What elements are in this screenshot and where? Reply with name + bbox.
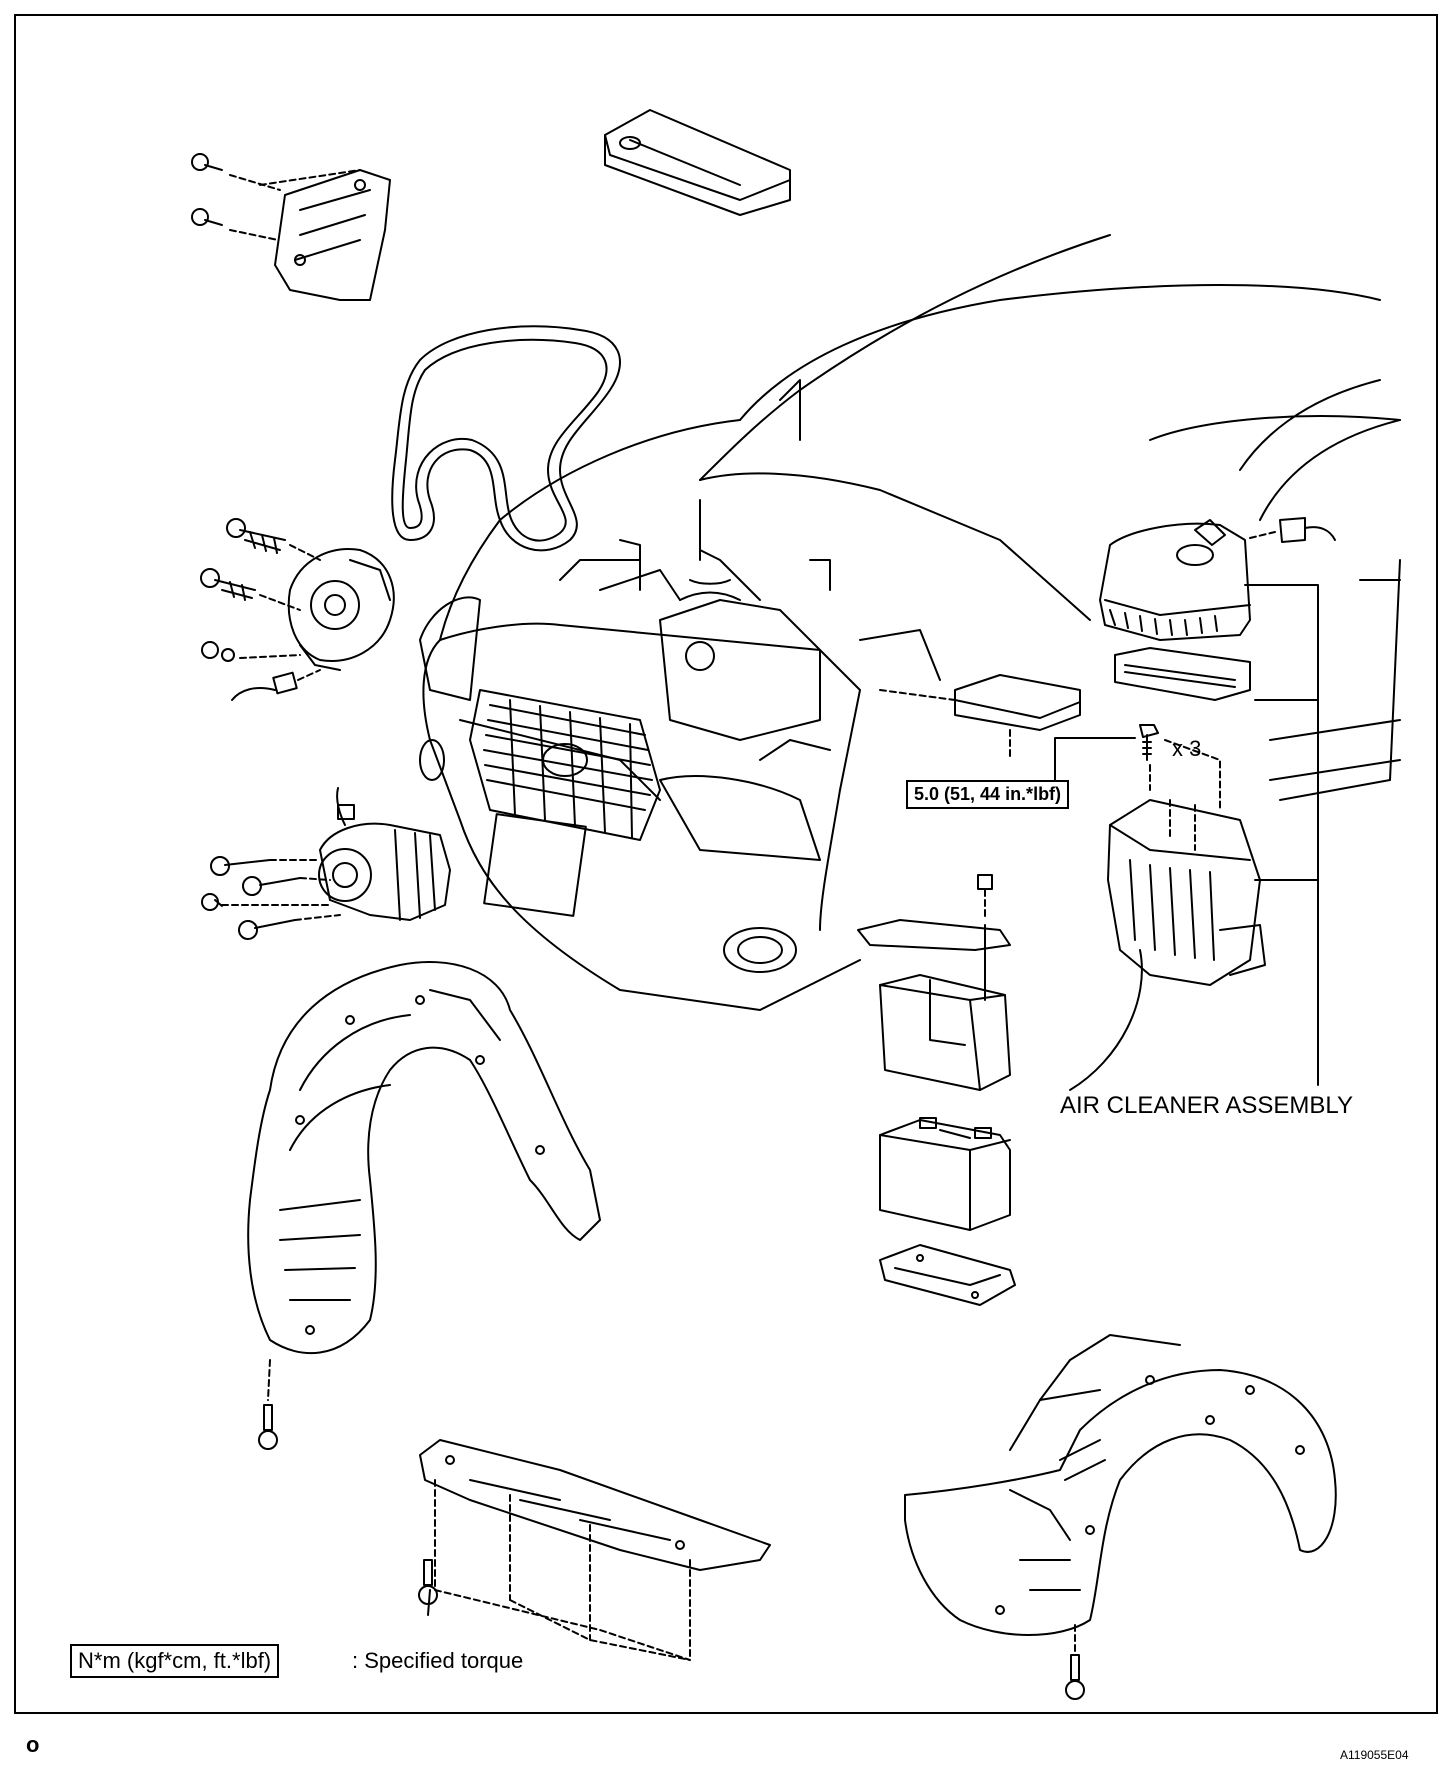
- battery-tray-part: [879, 974, 1011, 1091]
- torque-legend-description: : Specified torque: [352, 1648, 524, 1673]
- figure-code: A119055E04: [1340, 1748, 1409, 1762]
- compressor-part: [201, 787, 451, 940]
- belt-cover-part: [191, 153, 391, 301]
- battery-clamp-part: [857, 874, 1011, 1001]
- vehicle-front-outline: [419, 234, 1401, 1011]
- fender-liner-left-part: [247, 961, 601, 1450]
- fender-liner-right-part: [904, 1334, 1337, 1700]
- torque-leader: [1054, 737, 1136, 781]
- air-cleaner-assembly-label: AIR CLEANER ASSEMBLY: [1060, 1092, 1353, 1119]
- engine-under-cover-part: [418, 1439, 771, 1661]
- torque-spec-box: 5.0 (51, 44 in.*lbf): [906, 780, 1070, 809]
- battery-part: [879, 1117, 1011, 1231]
- battery-holder-part: [879, 1244, 1016, 1306]
- bolt-quantity-label: x 3: [1172, 736, 1202, 761]
- relay-block-part: [879, 674, 1081, 761]
- torque-unit-legend-box: N*m (kgf*cm, ft.*lbf): [70, 1644, 280, 1678]
- view-arc: [1069, 949, 1143, 1091]
- air-cleaner-cap-part: [1099, 517, 1336, 641]
- generator-part: [200, 518, 395, 701]
- air-filter-element-part: [1114, 647, 1251, 701]
- drive-belt-part: [391, 325, 621, 552]
- engine-cover-part: [604, 109, 791, 216]
- diagram-frame: [14, 14, 1438, 1714]
- page-marker: o: [26, 1732, 40, 1757]
- air-cleaner-leader: [1244, 584, 1319, 1086]
- air-cleaner-case-part: [1107, 724, 1266, 986]
